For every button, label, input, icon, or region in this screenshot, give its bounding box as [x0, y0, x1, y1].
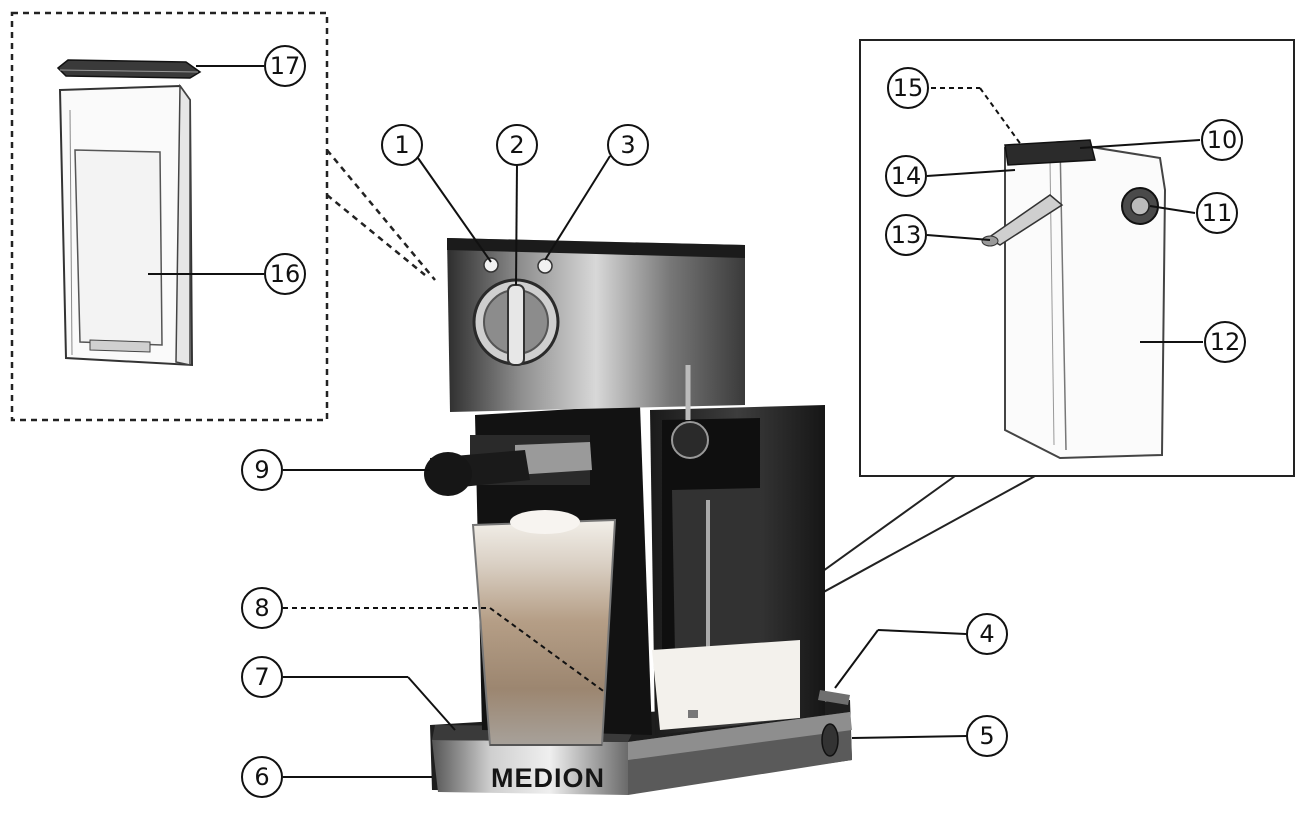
leader-13 [926, 234, 991, 241]
leader-11 [1149, 205, 1196, 214]
callout-6-label: 6 [254, 763, 269, 791]
callout-8-label: 8 [254, 594, 269, 622]
coffee-machine-illustration: MEDION [424, 238, 852, 795]
leader-14 [926, 169, 1016, 177]
callout-13: 13 [885, 214, 927, 256]
callout-14: 14 [885, 155, 927, 197]
callout-16-label: 16 [270, 260, 301, 288]
callout-4: 4 [966, 613, 1008, 655]
leader-7b [407, 676, 456, 731]
callout-8: 8 [241, 587, 283, 629]
callout-17: 17 [264, 45, 306, 87]
callout-5: 5 [966, 715, 1008, 757]
leader-4 [877, 629, 967, 635]
water-tank-lid-illustration [56, 59, 202, 79]
callout-10-label: 10 [1207, 126, 1238, 154]
callout-9: 9 [241, 449, 283, 491]
callout-14-label: 14 [891, 162, 922, 190]
milk-container-illustration [981, 139, 1167, 460]
callout-6: 6 [241, 756, 283, 798]
leader-5 [851, 735, 968, 739]
callout-12-label: 12 [1210, 328, 1241, 356]
callout-16: 16 [264, 253, 306, 295]
callout-2-label: 2 [509, 131, 524, 159]
leader-lines [148, 65, 1203, 778]
callout-7-label: 7 [254, 663, 269, 691]
callout-5-label: 5 [979, 722, 994, 750]
callout-15-label: 15 [893, 74, 924, 102]
callout-11-label: 11 [1202, 199, 1233, 227]
callout-4-label: 4 [979, 620, 994, 648]
water-tank-inset [10, 11, 436, 422]
leader-10 [1079, 139, 1201, 149]
leader-15b [979, 87, 1023, 147]
leader-1 [417, 157, 492, 263]
callout-15: 15 [887, 67, 929, 109]
callout-12: 12 [1204, 321, 1246, 363]
water-tank-illustration [58, 83, 194, 367]
callout-2: 2 [496, 124, 538, 166]
callout-17-label: 17 [270, 52, 301, 80]
callout-3: 3 [607, 124, 649, 166]
callout-7: 7 [241, 656, 283, 698]
callout-13-label: 13 [891, 221, 922, 249]
leader-8b [489, 607, 607, 694]
leader-2 [515, 163, 518, 286]
leader-3 [544, 155, 611, 261]
milk-container-inset [747, 39, 1295, 629]
leader-4b [834, 629, 879, 689]
callout-3-label: 3 [620, 131, 635, 159]
callout-9-label: 9 [254, 456, 269, 484]
callout-10: 10 [1201, 119, 1243, 161]
brand-label: MEDION [491, 763, 605, 793]
callout-1: 1 [381, 124, 423, 166]
callout-1-label: 1 [394, 131, 409, 159]
callout-11: 11 [1196, 192, 1238, 234]
